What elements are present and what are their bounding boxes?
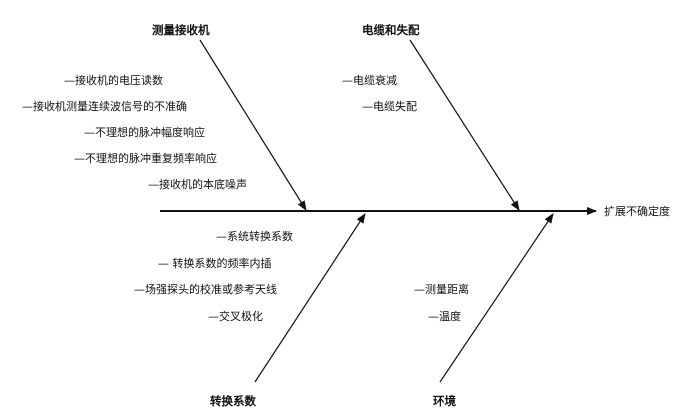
cause-receiver-4: —不理想的脉冲重复频率响应 — [74, 151, 217, 165]
category-cable-title: 电缆和失配 — [362, 23, 420, 37]
cause-cable-2: —电缆失配 — [362, 100, 417, 113]
category-receiver-title: 测量接收机 — [152, 23, 210, 37]
cause-conversion-3: —场强探头的校准或参考天线 — [134, 282, 277, 296]
cause-conversion-2: — 转换系数的频率内插 — [158, 256, 272, 270]
category-environment-title: 环境 — [433, 394, 456, 408]
cause-environment-1: —测量距离 — [414, 282, 469, 296]
cause-conversion-1: —系统转换系数 — [216, 229, 293, 243]
effect-label: 扩展不确定度 — [604, 204, 670, 218]
bone-conversion — [254, 213, 366, 383]
bone-receiver — [199, 39, 307, 211]
category-conversion-title: 转换系数 — [210, 394, 256, 408]
bone-cable — [409, 39, 520, 211]
cause-receiver-3: —不理想的脉冲幅度响应 — [84, 125, 205, 139]
cause-receiver-2: —接收机测量连续波信号的不准确 — [22, 99, 187, 113]
cause-receiver-1: —接收机的电压读数 — [64, 73, 163, 87]
cause-conversion-4: —交叉极化 — [208, 309, 263, 323]
cause-receiver-5: —接收机的本底噪声 — [148, 177, 247, 191]
cause-cable-1: —电缆衰减 — [342, 73, 397, 87]
bone-environment — [439, 213, 554, 383]
cause-environment-2: —温度 — [428, 309, 461, 323]
